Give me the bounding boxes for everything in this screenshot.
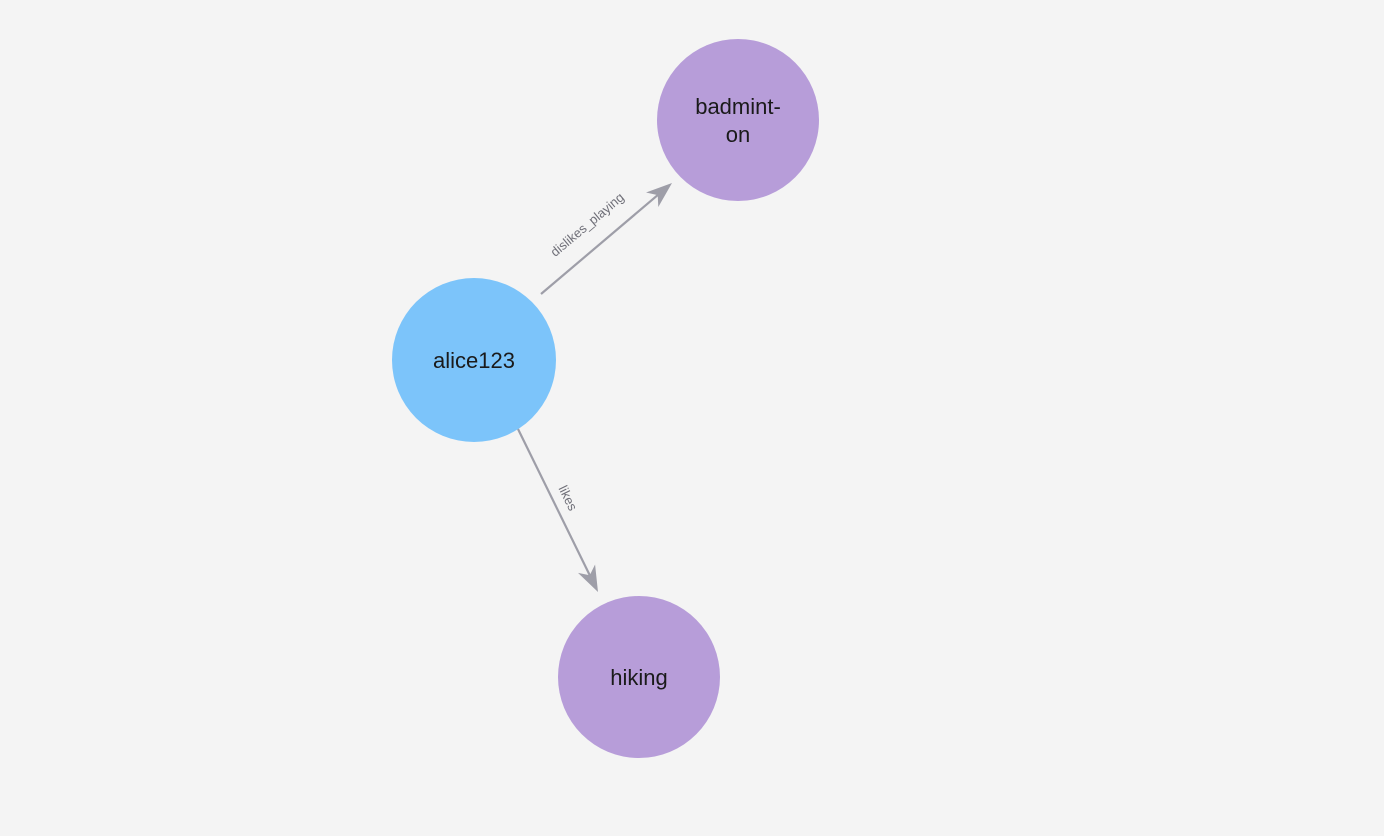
edge-line-likes: [517, 428, 592, 578]
edge-alice123-badminton[interactable]: dislikes_playing: [540, 183, 672, 295]
node-alice123[interactable]: alice123: [392, 278, 556, 442]
edge-alice123-hiking[interactable]: likes: [517, 428, 598, 592]
node-badminton[interactable]: badmint-on: [657, 39, 819, 201]
edge-label-likes: likes: [556, 483, 581, 513]
arrowhead-dislikes-playing: [646, 183, 672, 208]
arrowhead-likes: [578, 564, 598, 592]
node-hiking[interactable]: hiking: [558, 596, 720, 758]
node-layer: alice123 badmint-on hiking: [392, 39, 819, 758]
node-circle-badminton[interactable]: [657, 39, 819, 201]
node-circle-alice123[interactable]: [392, 278, 556, 442]
edge-line-dislikes-playing: [540, 193, 660, 295]
node-circle-hiking[interactable]: [558, 596, 720, 758]
edge-label-dislikes-playing: dislikes_playing: [547, 190, 626, 260]
